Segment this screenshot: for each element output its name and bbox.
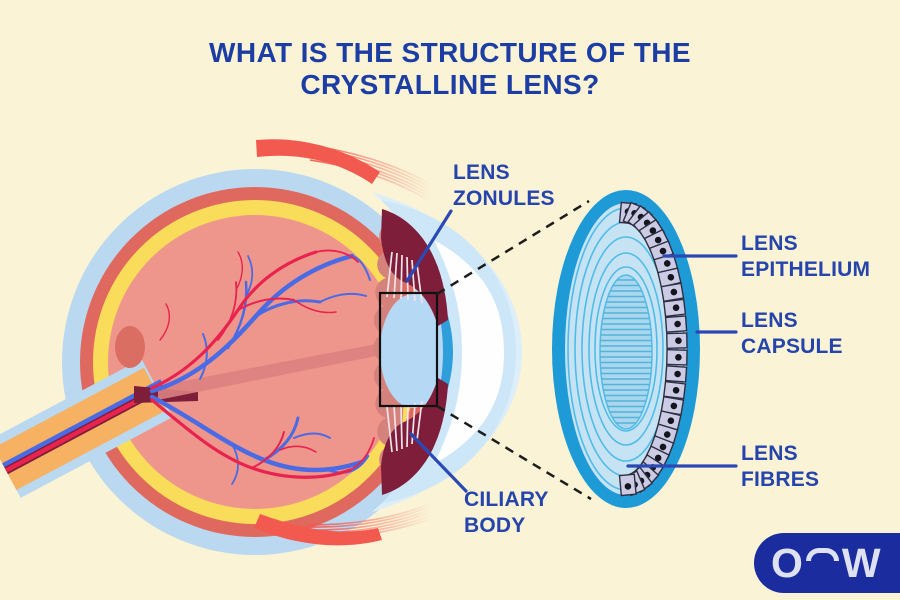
- hyaloid-canal: [158, 344, 376, 400]
- ciliary-body-upper: [390, 228, 416, 260]
- ciliary-body-lower: [397, 435, 425, 469]
- label-ciliary-body: CILIARY BODY: [464, 488, 549, 537]
- magnified-lens: [552, 190, 700, 508]
- page-title: WHAT IS THE STRUCTURE OF THE CRYSTALLINE…: [209, 37, 691, 100]
- eye-muscle-bottom: [254, 500, 438, 546]
- eye-cross-section: [0, 139, 592, 555]
- zonule-fibres-lower: [386, 400, 423, 453]
- retina-interior: [108, 215, 402, 509]
- logo-letter-w: W: [841, 539, 881, 586]
- blood-vessels: [149, 249, 375, 485]
- logo-letter-o: O: [771, 539, 803, 586]
- brand-logo: O W: [754, 533, 900, 593]
- optic-nerve: [0, 358, 173, 498]
- eye-muscle-top: [256, 139, 436, 205]
- label-lens-capsule: LENS CAPSULE: [741, 309, 843, 358]
- label-lens-zonules: LENS ZONULES: [453, 161, 555, 210]
- label-lens-epithelium: LENS EPITHELIUM: [741, 232, 871, 281]
- lens-epithelium-cells: [618, 201, 688, 497]
- zoom-dashed-lines: [436, 199, 592, 501]
- label-lens-fibres: LENS FIBRES: [741, 442, 820, 491]
- pointer-ciliary-body: [409, 432, 468, 493]
- optic-disc: [115, 326, 145, 368]
- pointer-lines: [405, 209, 738, 493]
- lens-nucleus-stripes: [600, 279, 652, 424]
- pointer-lens-zonules: [405, 209, 453, 283]
- logo-arc-icon: [805, 547, 839, 561]
- zoom-rectangle: [378, 291, 439, 408]
- cornea-highlight: [434, 240, 504, 464]
- crystalline-lens: [380, 294, 446, 408]
